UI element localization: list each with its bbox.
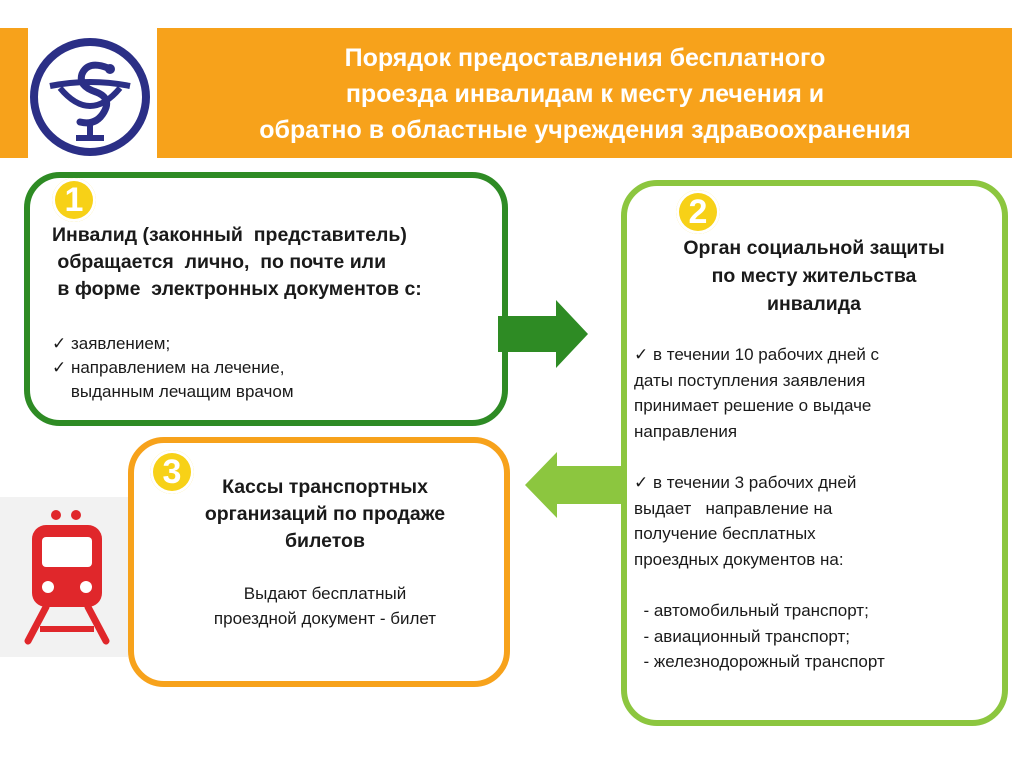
step-3-title-line: Кассы транспортных bbox=[222, 476, 428, 498]
step-1-badge: 1 bbox=[52, 178, 96, 222]
step-3-title-line: организаций по продаже bbox=[204, 503, 446, 525]
step-2-text-line: проездных документов на: bbox=[634, 549, 844, 569]
step-2-text-line: принимает решение о выдаче bbox=[634, 396, 872, 415]
list-item: ✓ направлением на лечение, bbox=[52, 358, 285, 377]
step-1-list: ✓ заявлением; ✓ направлением на лечение,… bbox=[52, 332, 502, 404]
step-2-text-line: ✓ в течении 10 рабочих дней с bbox=[634, 345, 880, 364]
step-3-text-line: проездной документ - билет bbox=[213, 609, 437, 628]
step-2-text-line: даты поступления заявления bbox=[634, 370, 866, 390]
step-2-text-line: направления bbox=[634, 421, 738, 441]
step-2-text-line: ✓ в течении 3 рабочих дней bbox=[634, 473, 857, 492]
step-2-paragraph-1: ✓ в течении 10 рабочих дней с даты посту… bbox=[634, 342, 1004, 444]
step-3-badge: 3 bbox=[150, 450, 194, 494]
step-3-title: Кассы транспортных организаций по продаж… bbox=[160, 474, 490, 555]
list-item: выданным лечащим врачом bbox=[52, 382, 294, 401]
step-2-title-line: по месту жительства bbox=[711, 265, 917, 287]
title-line: Порядок предоставления бесплатного bbox=[344, 44, 826, 72]
step-2-text-line: получение бесплатных bbox=[634, 524, 816, 543]
arrow-left-icon bbox=[525, 452, 621, 518]
list-item: - железнодорожный транспорт bbox=[634, 652, 885, 671]
header-band-left bbox=[0, 28, 28, 158]
list-item: ✓ заявлением; bbox=[52, 334, 171, 353]
title-line: обратно в областные учреждения здравоохр… bbox=[259, 116, 911, 144]
step-1-title-line: обращается лично, по почте или bbox=[52, 251, 387, 273]
title-line: проезда инвалидам к месту лечения и bbox=[345, 80, 825, 108]
step-3-title-line: билетов bbox=[285, 530, 365, 552]
step-1-box bbox=[24, 172, 508, 426]
step-2-transport-list: - автомобильный транспорт; - авиационный… bbox=[634, 598, 1004, 675]
step-2-box bbox=[621, 180, 1008, 726]
step-1-title: Инвалид (законный представитель) обращае… bbox=[52, 222, 502, 303]
header-band bbox=[157, 28, 1012, 158]
bowl-of-hygieia-icon bbox=[30, 38, 150, 156]
step-2-text-line: выдает направление на bbox=[634, 498, 833, 518]
step-2-title-line: Орган социальной защиты bbox=[683, 237, 945, 259]
list-item: - автомобильный транспорт; bbox=[634, 601, 869, 620]
arrow-right-icon bbox=[498, 300, 588, 368]
step-2-badge: 2 bbox=[676, 190, 720, 234]
step-2-title: Орган социальной защиты по месту жительс… bbox=[630, 234, 998, 318]
train-icon bbox=[24, 510, 110, 645]
step-1-title-line: в форме электронных документов с: bbox=[52, 278, 422, 300]
step-2-paragraph-2: ✓ в течении 3 рабочих дней выдает направ… bbox=[634, 470, 1004, 572]
list-item: - авиационный транспорт; bbox=[634, 626, 851, 646]
step-2-title-line: инвалида bbox=[767, 293, 861, 315]
step-3-body: Выдают бесплатный проездной документ - б… bbox=[160, 581, 490, 631]
step-3-text-line: Выдают бесплатный bbox=[243, 584, 407, 603]
page-title: Порядок предоставления бесплатного проез… bbox=[160, 40, 1010, 148]
step-1-title-line: Инвалид (законный представитель) bbox=[52, 224, 407, 246]
